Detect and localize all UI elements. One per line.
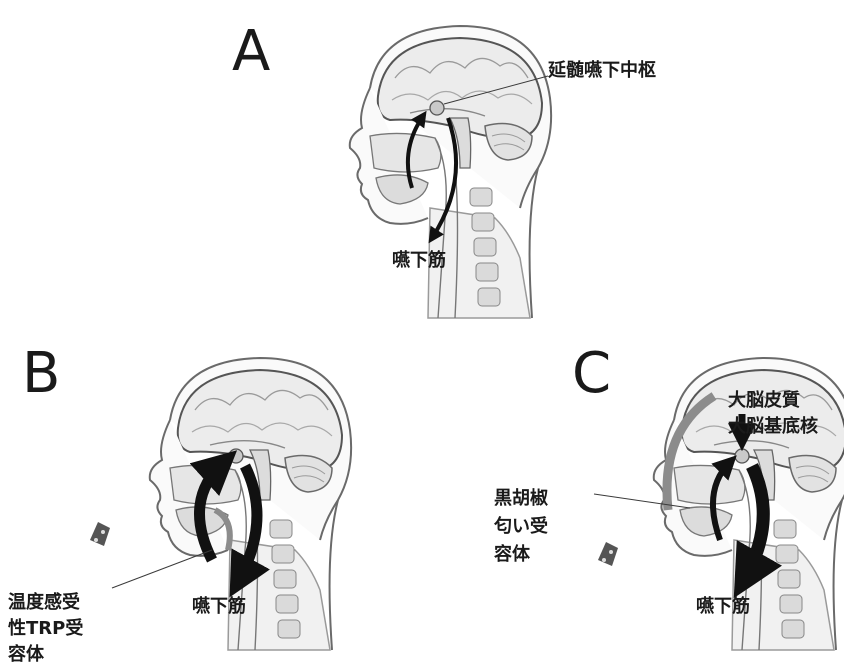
panel-c-receptor-label-line-2: 匂い受 [493, 515, 548, 537]
panel-a-swallowing-center-dot [430, 101, 444, 115]
panel-c-cortex-label-line-2: 大脳基底核 [728, 415, 818, 437]
panel-a-muscle-label: 嚥下筋 [392, 249, 446, 271]
panel-b-head-illustration [150, 358, 351, 650]
panel-b-receptor-label-line-1: 温度感受 [8, 591, 80, 613]
panel-b-letter: B [22, 341, 60, 406]
panel-a: A 延髄嚥下中枢 嚥下筋 [232, 19, 656, 318]
pepper-icon [598, 542, 618, 566]
panel-c-receptor-label-line-3: 容体 [494, 543, 531, 565]
panel-a-center-label: 延髄嚥下中枢 [547, 59, 656, 81]
panel-a-letter: A [232, 19, 270, 84]
panel-c-muscle-label: 嚥下筋 [696, 595, 750, 617]
panel-c-receptor-label-line-1: 黒胡椒 [494, 487, 548, 509]
panel-b-receptor-label-line-3: 容体 [8, 643, 45, 664]
panel-c-swallowing-center-dot [735, 449, 749, 463]
panel-b: B 温度感受 性TRP受 容体 嚥下筋 [8, 341, 351, 664]
panel-a-head-illustration [350, 26, 551, 318]
panel-b-receptor-label-line-2: 性TRP受 [8, 617, 83, 639]
panel-c-cortex-label-line-1: 大脳皮質 [728, 389, 800, 411]
panel-b-swallowing-center-dot [229, 449, 243, 463]
panel-b-muscle-label: 嚥下筋 [192, 595, 246, 617]
panel-b-receptor-leader-line [112, 550, 212, 588]
panel-c: C 大脳皮質 大脳基底核 黒胡椒 匂い受 容体 嚥下筋 [493, 341, 844, 650]
panel-c-letter: C [572, 341, 611, 406]
pepper-icon [90, 522, 110, 546]
